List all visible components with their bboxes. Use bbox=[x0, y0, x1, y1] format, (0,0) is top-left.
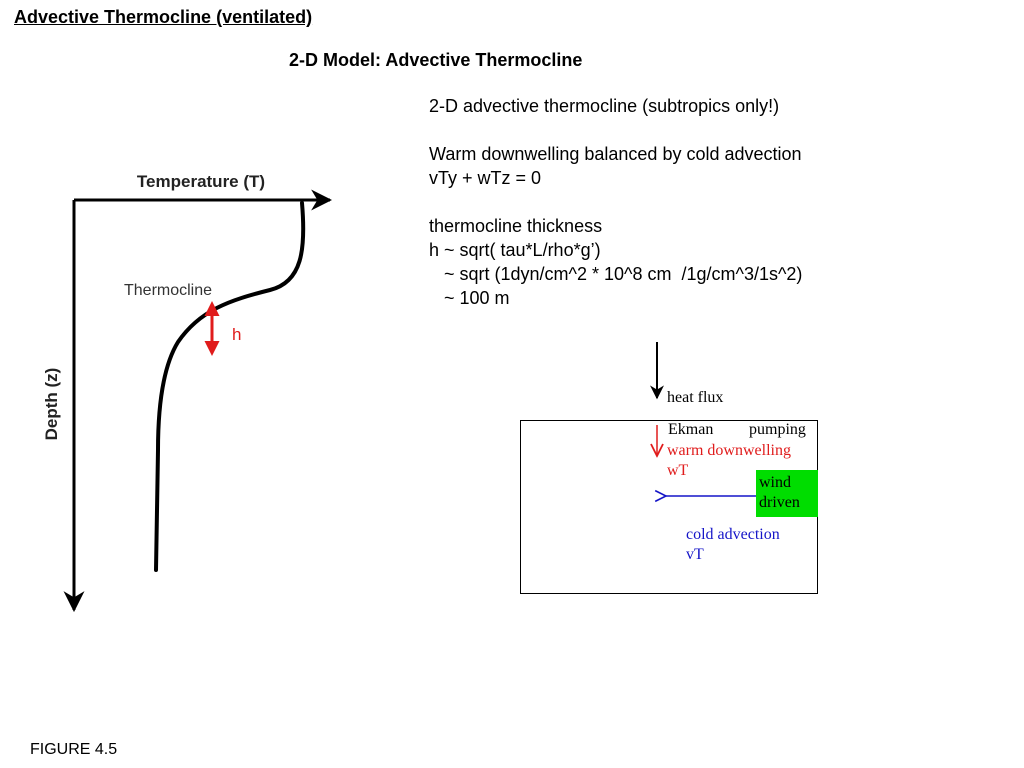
temperature-profile-curve bbox=[154, 201, 306, 572]
depth-axis-label: Depth (z) bbox=[42, 368, 61, 441]
notes-line: ~ sqrt (1dyn/cm^2 * 10^8 cm /1g/cm^3/1s^… bbox=[429, 264, 803, 284]
warm-term-label: wT bbox=[667, 462, 689, 479]
cold-advection-label: cold advection bbox=[686, 526, 780, 543]
thickness-label: h bbox=[232, 325, 241, 344]
wind-driven-box bbox=[756, 470, 818, 517]
notes-line: thermocline thickness bbox=[429, 216, 603, 236]
notes-block: 2-D advective thermocline (subtropics on… bbox=[429, 94, 802, 310]
notes-line: ~ 100 m bbox=[429, 288, 510, 308]
temperature-axis-label: Temperature (T) bbox=[137, 172, 265, 191]
notes-line: 2-D advective thermocline (subtropics on… bbox=[429, 96, 780, 116]
slide-title: Advective Thermocline (ventilated) bbox=[14, 7, 313, 27]
warm-downwelling-label: warm downwelling bbox=[667, 442, 791, 459]
wind-label: wind bbox=[759, 474, 791, 491]
ekman-label: Ekman bbox=[668, 421, 714, 438]
thermocline-label: Thermocline bbox=[124, 282, 212, 299]
cold-term-label: vT bbox=[686, 546, 704, 563]
heat-flux-label: heat flux bbox=[667, 389, 724, 406]
driven-label: driven bbox=[759, 494, 800, 511]
notes-line: Warm downwelling balanced by cold advect… bbox=[429, 144, 802, 164]
figure-caption: FIGURE 4.5 bbox=[30, 741, 118, 758]
notes-line: h ~ sqrt( tau*L/rho*g’) bbox=[429, 240, 601, 260]
pumping-label: pumping bbox=[749, 421, 806, 438]
notes-line: vTy + wTz = 0 bbox=[429, 168, 542, 188]
slide-subtitle: 2-D Model: Advective Thermocline bbox=[289, 50, 583, 70]
